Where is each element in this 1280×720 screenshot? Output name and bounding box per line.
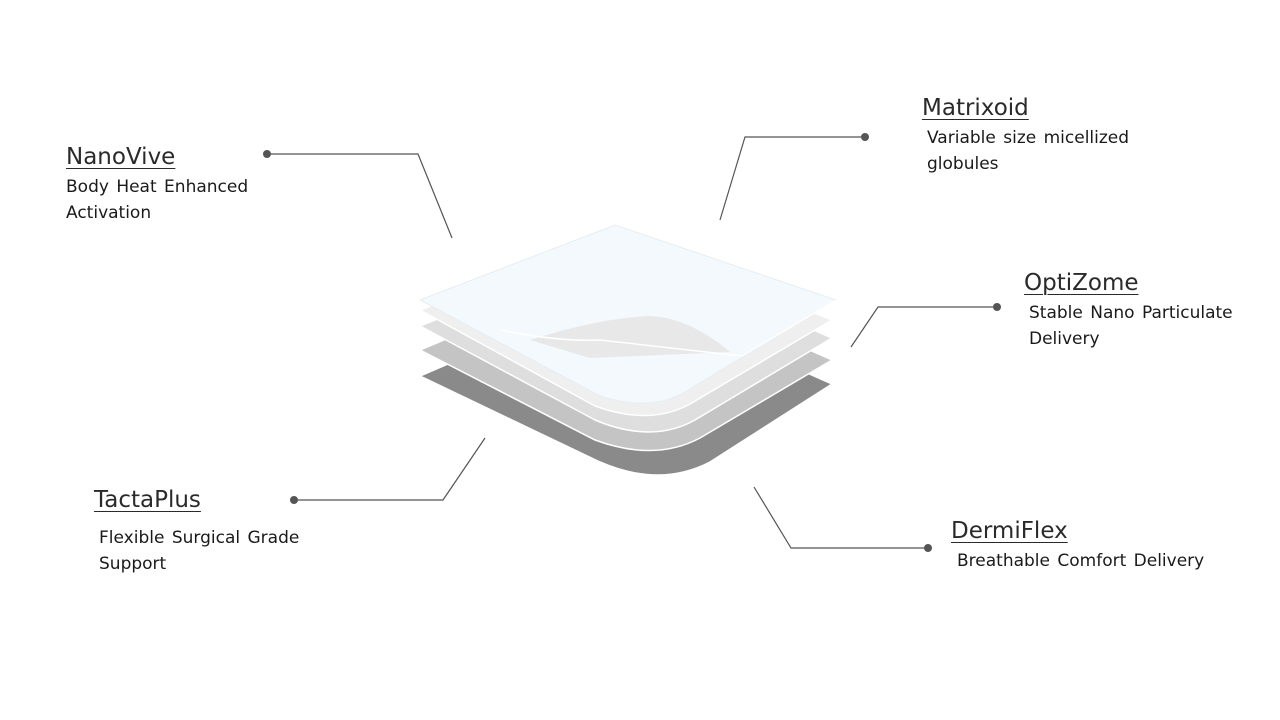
nanovive-dot <box>263 150 271 158</box>
matrixoid-title: Matrixoid <box>922 95 1029 121</box>
matrixoid-callout: Matrixoid Variable size micellized globu… <box>922 95 1142 177</box>
tactaplus-description: Flexible Surgical Grade Support <box>99 528 300 574</box>
optizome-dot <box>993 303 1001 311</box>
nanovive-description: Body Heat Enhanced Activation <box>66 177 249 223</box>
optizome-title: OptiZome <box>1024 270 1139 296</box>
dermiflex-callout: DermiFlex Breathable Comfort Delivery <box>951 518 1237 574</box>
optizome-description: Stable Nano Particulate Delivery <box>1029 303 1233 349</box>
nanovive-title: NanoVive <box>66 144 176 170</box>
matrixoid-leader-line <box>719 136 865 221</box>
nanovive-leader-line <box>267 153 453 239</box>
tactaplus-title: TactaPlus <box>94 487 201 513</box>
tactaplus-dot <box>290 496 298 504</box>
leader-dots <box>263 133 1001 552</box>
dermiflex-description: Breathable Comfort Delivery <box>957 551 1205 571</box>
layer-top-peel <box>530 316 730 358</box>
tactaplus-leader-line <box>294 437 486 501</box>
optizome-callout: OptiZome Stable Nano Particulate Deliver… <box>1024 270 1259 352</box>
dermiflex-title: DermiFlex <box>951 518 1068 544</box>
dermiflex-dot <box>924 544 932 552</box>
tactaplus-callout: TactaPlus Flexible Surgical Grade Suppor… <box>94 487 309 577</box>
patch-layer-stack <box>418 224 838 476</box>
leader-lines <box>267 136 997 549</box>
matrixoid-dot <box>861 133 869 141</box>
dermiflex-leader-line <box>753 486 928 549</box>
matrixoid-description: Variable size micellized globules <box>927 128 1130 174</box>
nanovive-callout: NanoVive Body Heat Enhanced Activation <box>66 144 266 226</box>
layer-top <box>418 224 838 404</box>
optizome-leader-line <box>850 306 997 348</box>
layer-top-peel-edge <box>499 299 837 357</box>
